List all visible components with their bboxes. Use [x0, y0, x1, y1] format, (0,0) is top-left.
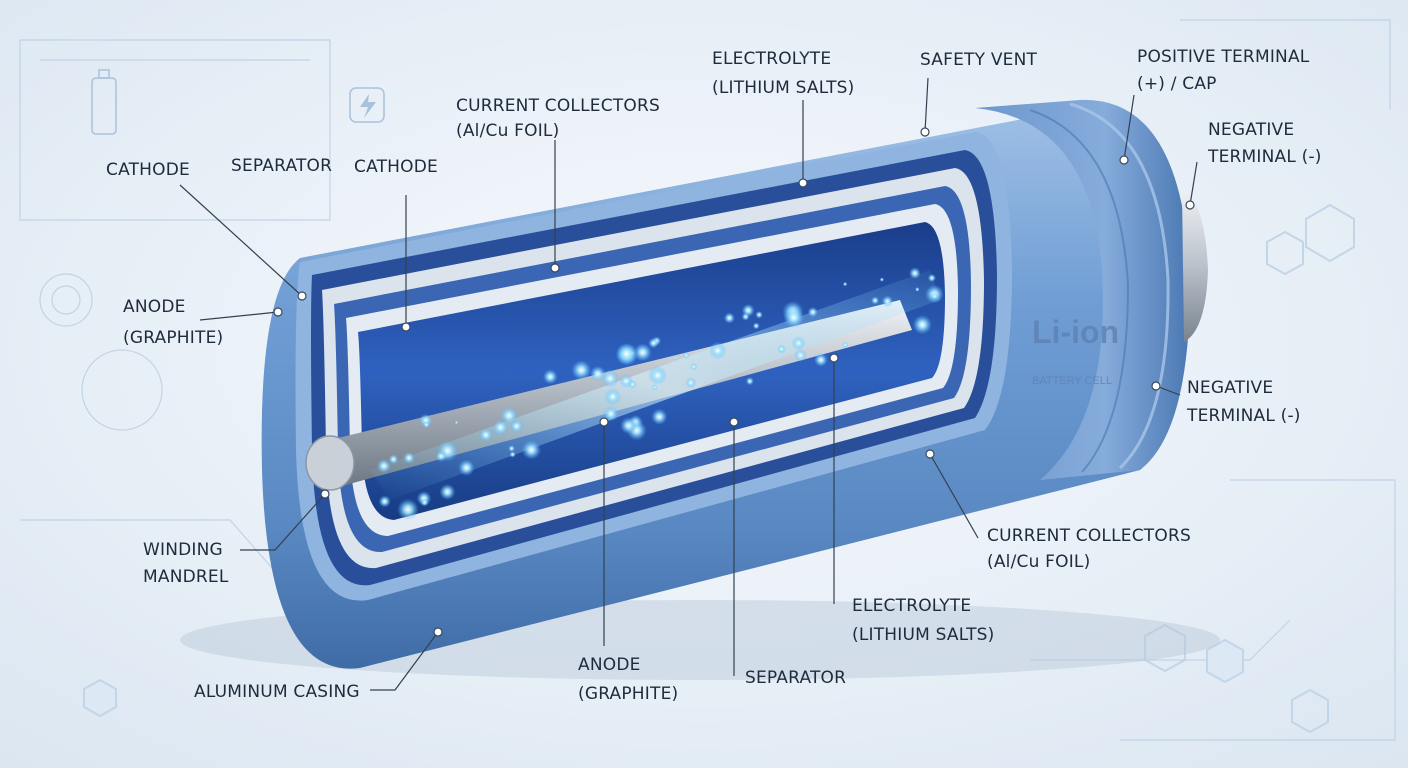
label-negative-terminal-top-1: NEGATIVE — [1208, 120, 1294, 140]
ion-particle — [879, 277, 885, 282]
ion-particle — [508, 445, 515, 452]
end-cap — [975, 99, 1191, 481]
ion-particle — [521, 440, 542, 460]
label-anode-left-1: ANODE — [123, 297, 186, 317]
battery-cell: Li-ion BATTERY CELL — [261, 99, 1208, 669]
ion-particle — [397, 498, 419, 521]
ion-particle — [454, 420, 459, 425]
ion-particle — [571, 360, 592, 380]
ion-particle — [376, 458, 392, 474]
ion-particle — [648, 337, 659, 349]
ion-particle — [708, 341, 727, 360]
label-current-collectors-top-1: CURRENT COLLECTORS — [456, 96, 660, 116]
label-current-collectors-bottom-2: (Al/Cu FOIL) — [987, 552, 1090, 572]
ion-particle — [871, 296, 880, 305]
label-electrolyte-bottom-2: (LITHIUM SALTS) — [852, 625, 995, 645]
ion-particle — [633, 343, 652, 362]
ion-particle — [651, 384, 658, 391]
ion-particle — [499, 406, 519, 425]
ion-particle — [620, 417, 638, 435]
ion-particle — [755, 311, 763, 319]
leader-lines — [179, 77, 1198, 691]
ion-particle — [439, 483, 456, 500]
ion-particle — [745, 377, 754, 386]
label-current-collectors-top-2: (Al/Cu FOIL) — [456, 121, 559, 141]
ion-particle — [402, 451, 416, 465]
ion-particle — [420, 498, 429, 507]
label-negative-terminal-mid-1: NEGATIVE — [1187, 378, 1273, 398]
label-cathode-top: CATHODE — [354, 157, 438, 177]
ion-particle — [378, 495, 391, 508]
label-negative-terminal-mid-2: TERMINAL (-) — [1186, 406, 1301, 426]
ion-particle — [685, 377, 697, 389]
label-electrolyte-top-2: (LITHIUM SALTS) — [712, 78, 855, 98]
ion-particle — [509, 451, 516, 458]
ion-particle — [615, 342, 638, 365]
terminal-nub — [1182, 190, 1208, 342]
label-positive-terminal-2: (+) / CAP — [1137, 74, 1217, 94]
ion-particle — [458, 459, 475, 477]
ion-particle — [783, 307, 805, 328]
ion-particle — [648, 365, 668, 385]
label-electrolyte-bottom-1: ELECTROLYTE — [852, 596, 971, 616]
ion-particle — [741, 312, 750, 321]
ion-particle — [842, 281, 848, 287]
label-anode-left-2: (GRAPHITE) — [123, 328, 223, 348]
label-electrolyte-top-1: ELECTROLYTE — [712, 49, 831, 69]
ion-particle — [915, 287, 920, 292]
ion-particle — [931, 292, 939, 300]
ion-particle — [619, 374, 633, 388]
label-cathode-left: CATHODE — [106, 160, 190, 180]
label-current-collectors-bottom-1: CURRENT COLLECTORS — [987, 526, 1191, 546]
label-anode-bottom-2: (GRAPHITE) — [578, 684, 678, 704]
ion-particle — [791, 336, 806, 351]
ion-particle — [651, 408, 668, 425]
lithium-ion-particles — [376, 267, 944, 521]
ion-particle — [841, 341, 849, 349]
ion-particle — [690, 363, 698, 371]
ion-particle — [682, 351, 690, 359]
label-negative-terminal-top-2: TERMINAL (-) — [1207, 147, 1322, 167]
brand-subtitle: BATTERY CELL — [1032, 375, 1112, 387]
ion-particle — [422, 420, 431, 429]
label-positive-terminal-1: POSITIVE TERMINAL — [1137, 47, 1310, 67]
ion-particle — [909, 267, 921, 280]
ion-particle — [807, 306, 818, 318]
ion-particle — [604, 388, 622, 406]
winding-mandrel-end — [305, 435, 355, 491]
ion-particle — [673, 355, 678, 360]
ion-particle — [589, 365, 606, 382]
ion-particle — [388, 454, 399, 465]
label-winding-mandrel-1: WINDING — [143, 540, 223, 560]
ion-particle — [927, 273, 937, 283]
ion-particle — [752, 322, 760, 330]
ion-particle — [912, 315, 932, 335]
label-aluminum-casing: ALUMINUM CASING — [194, 682, 360, 702]
circuit-line-decoration — [19, 19, 1396, 741]
labels: CATHODE SEPARATOR CATHODE CURRENT COLLEC… — [106, 47, 1322, 704]
ion-particle — [603, 406, 619, 422]
lightning-icon — [349, 87, 385, 123]
ion-particle — [542, 369, 558, 385]
label-winding-mandrel-2: MANDREL — [143, 567, 229, 587]
ion-particle — [793, 348, 807, 362]
ion-particle — [478, 427, 493, 442]
label-safety-vent: SAFETY VENT — [920, 50, 1038, 70]
ion-particle — [881, 295, 894, 308]
label-anode-bottom-1: ANODE — [578, 655, 641, 675]
ion-particle — [435, 450, 447, 462]
ion-particle — [723, 312, 736, 324]
hexagon-icon — [83, 203, 1355, 734]
battery-outline-icon — [91, 69, 117, 135]
label-separator-top: SEPARATOR — [231, 156, 332, 176]
ion-particle — [777, 344, 786, 354]
brand-logo: Li-ion — [1032, 314, 1119, 350]
ion-particle — [814, 353, 828, 367]
label-separator-bottom: SEPARATOR — [745, 668, 846, 688]
